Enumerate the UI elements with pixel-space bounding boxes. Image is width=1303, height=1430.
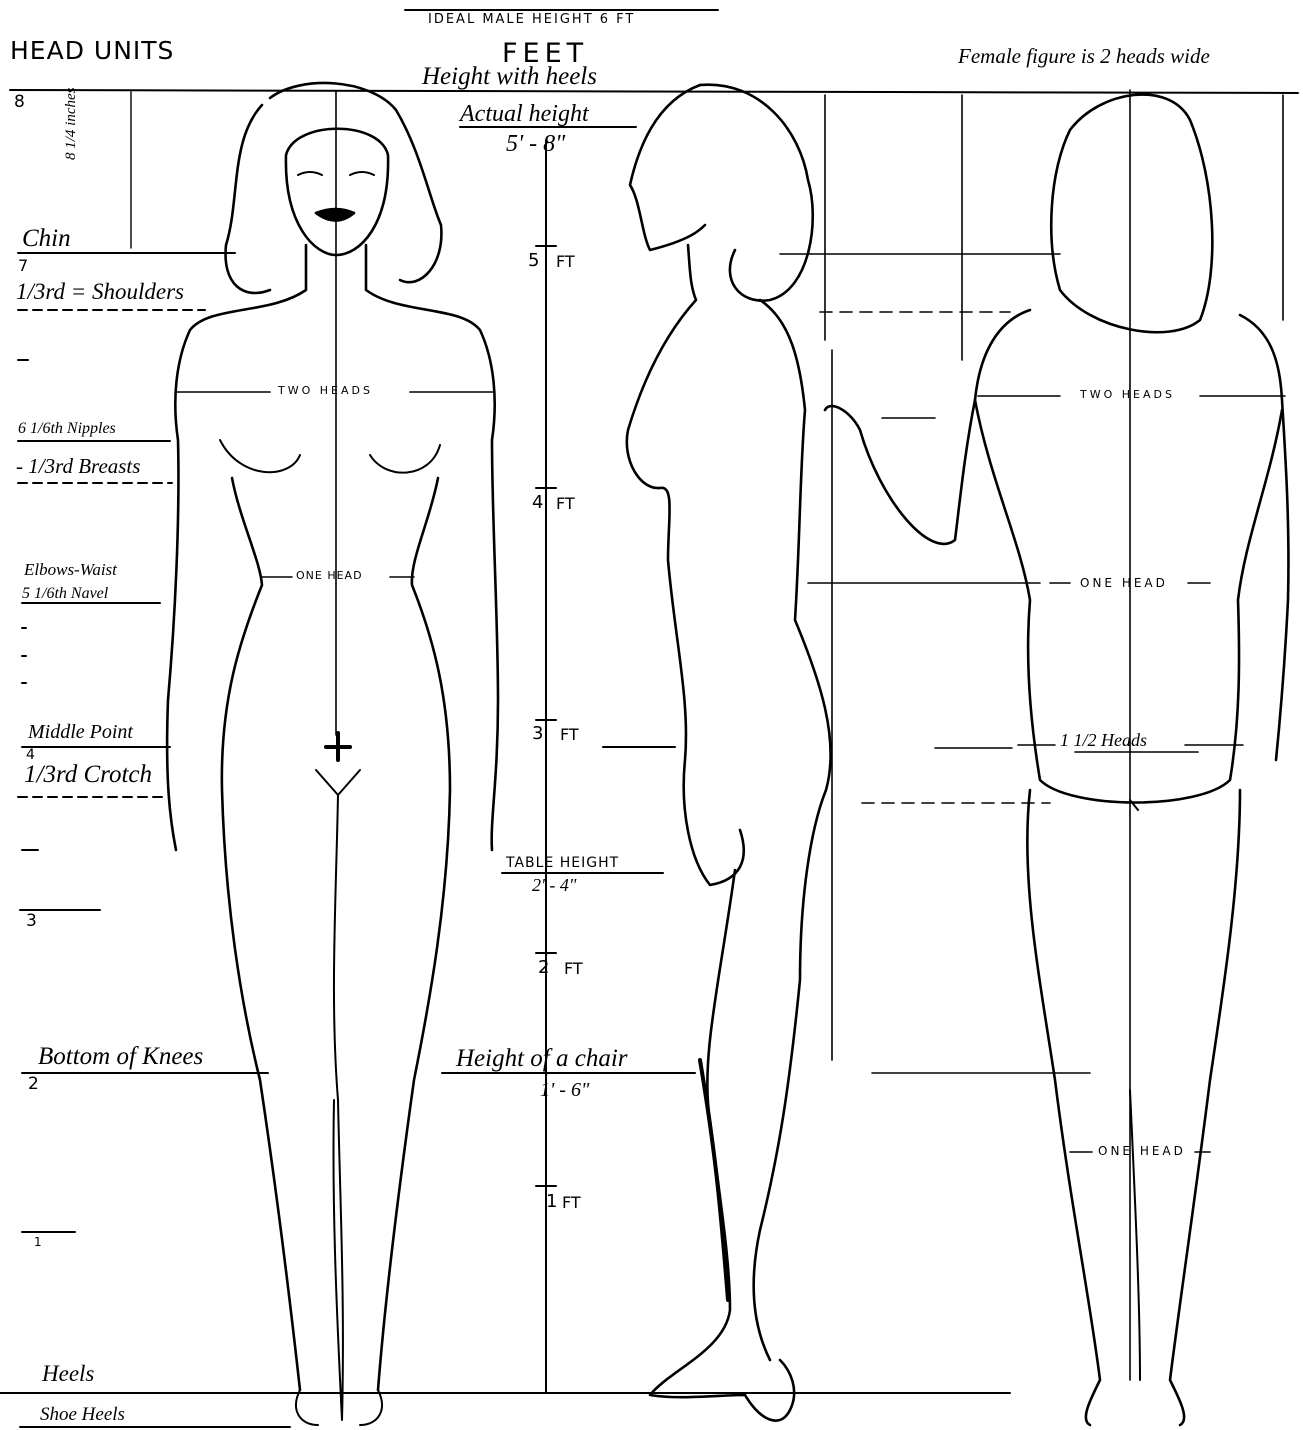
front-figure: [167, 83, 498, 1425]
chair-height-label: Height of a chair: [456, 1046, 628, 1071]
chair-height-value: 1' - 6": [540, 1080, 589, 1100]
elbows-waist-label: Elbows-Waist: [24, 561, 117, 578]
chin-label: Chin: [22, 226, 71, 251]
side-figure: [627, 85, 831, 1421]
back-calf-one-head-label: ONE HEAD: [1098, 1145, 1186, 1157]
feet-tick-4: 4: [532, 494, 543, 512]
head-unit-3: 3: [26, 913, 37, 930]
female-width-note: Female figure is 2 heads wide: [958, 46, 1210, 67]
front-two-heads-label: TWO HEADS: [278, 385, 373, 396]
guide-lines: [0, 10, 1298, 1427]
middle-point-label: Middle Point: [28, 722, 133, 742]
breasts-label: - 1/3rd Breasts: [16, 456, 140, 477]
heels-label: Heels: [42, 1362, 94, 1385]
back-two-heads-label: TWO HEADS: [1080, 389, 1175, 400]
head-unit-8: 8: [14, 94, 25, 111]
feet-tick-2: 2: [538, 959, 549, 977]
head-unit-2: 2: [28, 1076, 39, 1093]
navel-label: 5 1/6th Navel: [22, 586, 108, 602]
feet-tick-3: 3: [532, 725, 543, 743]
head-unit-7: 7: [18, 258, 28, 274]
front-one-head-label: ONE HEAD: [296, 570, 363, 581]
ft-unit-label: FT: [562, 1195, 581, 1211]
ideal-male-height-label: IDEAL MALE HEIGHT 6 FT: [428, 13, 635, 26]
ft-unit-label: FT: [564, 961, 583, 977]
nipples-label: 6 1/6th Nipples: [18, 421, 116, 437]
actual-height-label: Actual height: [460, 102, 589, 126]
ft-unit-label: FT: [556, 496, 575, 512]
head-units-heading: HEAD UNITS: [10, 38, 174, 63]
shoe-heels-label: Shoe Heels: [40, 1405, 125, 1424]
table-height-value: 2' - 4": [532, 876, 576, 894]
inches-measure-label: 8 1/4 inches: [64, 88, 79, 161]
back-hips-label: 1 1/2 Heads: [1060, 731, 1147, 749]
shoulders-label: 1/3rd = Shoulders: [16, 280, 184, 303]
feet-tick-1: 1: [546, 1193, 557, 1211]
ft-unit-label: FT: [556, 254, 575, 270]
height-with-heels-label: Height with heels: [422, 64, 597, 89]
actual-height-value: 5' - 8": [506, 132, 565, 156]
crotch-label: 1/3rd Crotch: [24, 762, 152, 787]
ft-unit-label: FT: [560, 727, 579, 743]
back-one-head-label: ONE HEAD: [1080, 577, 1168, 589]
dimension-arrows: [176, 392, 1285, 1152]
knees-label: Bottom of Knees: [38, 1044, 203, 1069]
back-figure: [825, 90, 1288, 1425]
feet-tick-5: 5: [528, 252, 539, 270]
head-unit-1: 1: [34, 1236, 42, 1248]
table-height-label: TABLE HEIGHT: [506, 856, 619, 870]
head-unit-4: 4: [26, 748, 35, 762]
